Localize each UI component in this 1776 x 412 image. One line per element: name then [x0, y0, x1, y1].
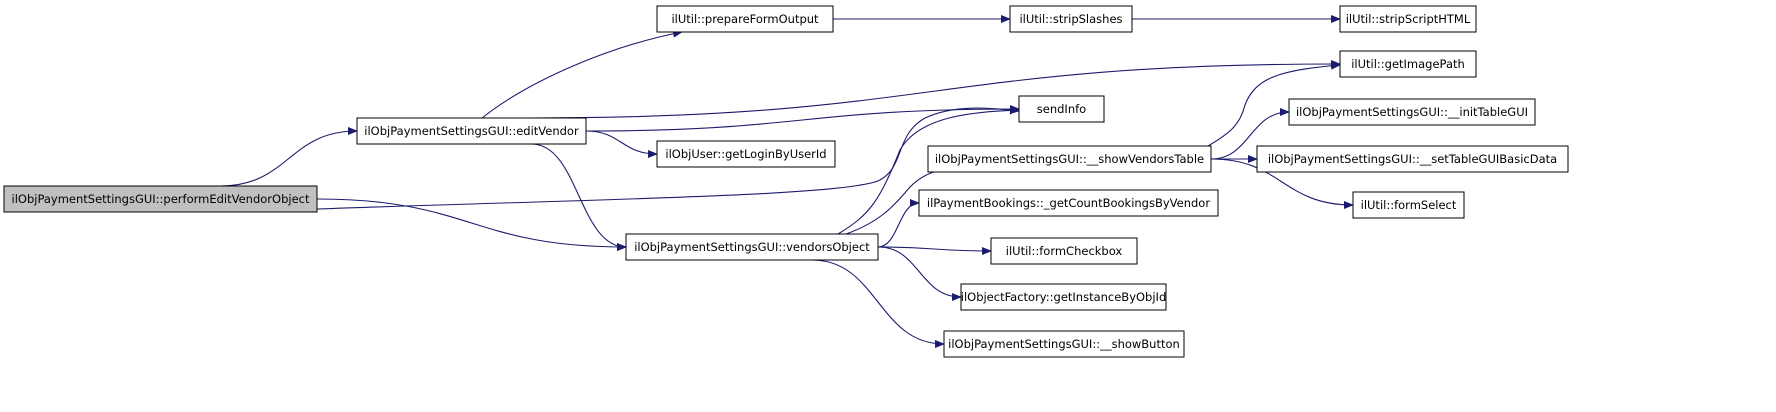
node-getInstanceByObjId[interactable]: ilObjectFactory::getInstanceByObjId	[960, 283, 1167, 311]
edge-editVendor-to-getImagePath	[531, 60, 1341, 119]
node-box[interactable]	[656, 140, 836, 168]
edge-showVendorsTable-to-formSelect	[1210, 158, 1354, 209]
node-label: ilUtil::getImagePath	[1351, 57, 1465, 71]
node-box[interactable]	[1009, 5, 1133, 33]
node-label: sendInfo	[1037, 102, 1086, 116]
node-box[interactable]	[1352, 191, 1465, 219]
node-box[interactable]	[990, 237, 1138, 265]
edge-vendorsObject-to-sendInfo	[837, 106, 1020, 235]
node-box[interactable]	[1018, 95, 1105, 123]
node-label: ilObjectFactory::getInstanceByObjId	[961, 290, 1167, 304]
edge-performEditVendorObject-to-editVendor	[220, 127, 358, 187]
node-box[interactable]	[625, 233, 879, 261]
node-box[interactable]	[927, 145, 1212, 173]
node-label: ilObjUser::getLoginByUserId	[665, 147, 826, 161]
node-stripSlashes[interactable]: ilUtil::stripSlashes	[1009, 5, 1133, 33]
node-label: ilObjPaymentSettingsGUI::__showVendorsTa…	[935, 152, 1204, 166]
node-label: ilUtil::prepareFormOutput	[671, 12, 819, 26]
edges-layer	[220, 15, 1354, 348]
node-label: ilPaymentBookings::_getCountBookingsByVe…	[927, 196, 1210, 210]
node-sendInfo[interactable]: sendInfo	[1018, 95, 1105, 123]
edge-editVendor-to-getLoginByUserId	[585, 130, 658, 158]
node-performEditVendorObject[interactable]: ilObjPaymentSettingsGUI::performEditVend…	[3, 185, 318, 213]
node-label: ilUtil::stripScriptHTML	[1346, 12, 1471, 26]
edge-performEditVendorObject-to-vendorsObject	[316, 198, 627, 251]
edge-vendorsObject-to-showButton	[811, 259, 945, 348]
node-formSelect[interactable]: ilUtil::formSelect	[1352, 191, 1465, 219]
edge-editVendor-to-sendInfo	[585, 105, 1020, 132]
node-label: ilUtil::formCheckbox	[1006, 244, 1123, 258]
node-box[interactable]	[356, 117, 587, 145]
node-getCountBookingsByVendor[interactable]: ilPaymentBookings::_getCountBookingsByVe…	[918, 189, 1219, 217]
node-initTableGUI[interactable]: ilObjPaymentSettingsGUI::__initTableGUI	[1288, 98, 1536, 126]
node-box[interactable]	[943, 330, 1185, 358]
node-box[interactable]	[1339, 5, 1477, 33]
node-showVendorsTable[interactable]: ilObjPaymentSettingsGUI::__showVendorsTa…	[927, 145, 1212, 173]
nodes-layer: ilObjPaymentSettingsGUI::performEditVend…	[3, 5, 1569, 358]
edge-editVendor-to-prepareFormOutput	[481, 29, 683, 119]
node-label: ilObjPaymentSettingsGUI::vendorsObject	[634, 240, 870, 254]
node-label: ilObjPaymentSettingsGUI::performEditVend…	[12, 192, 310, 206]
node-label: ilObjPaymentSettingsGUI::__showButton	[948, 337, 1180, 351]
node-editVendor[interactable]: ilObjPaymentSettingsGUI::editVendor	[356, 117, 587, 145]
node-label: ilUtil::stripSlashes	[1019, 12, 1122, 26]
node-box[interactable]	[1339, 50, 1477, 78]
node-formCheckbox[interactable]: ilUtil::formCheckbox	[990, 237, 1138, 265]
edge-editVendor-to-vendorsObject	[531, 143, 627, 251]
node-stripScriptHTML[interactable]: ilUtil::stripScriptHTML	[1339, 5, 1477, 33]
edge-vendorsObject-to-formCheckbox	[877, 246, 992, 255]
node-label: ilObjPaymentSettingsGUI::__initTableGUI	[1296, 105, 1528, 119]
node-getLoginByUserId[interactable]: ilObjUser::getLoginByUserId	[656, 140, 836, 168]
node-box[interactable]	[1256, 145, 1569, 173]
node-box[interactable]	[1288, 98, 1536, 126]
node-label: ilObjPaymentSettingsGUI::__setTableGUIBa…	[1268, 152, 1557, 166]
node-getImagePath[interactable]: ilUtil::getImagePath	[1339, 50, 1477, 78]
node-box[interactable]	[918, 189, 1219, 217]
edge-showVendorsTable-to-initTableGUI	[1210, 108, 1290, 160]
edge-vendorsObject-to-getCountBookingsByVendor	[877, 199, 920, 248]
node-box[interactable]	[960, 283, 1167, 311]
node-label: ilObjPaymentSettingsGUI::editVendor	[364, 124, 579, 138]
edge-vendorsObject-to-getInstanceByObjId	[877, 246, 962, 301]
node-vendorsObject[interactable]: ilObjPaymentSettingsGUI::vendorsObject	[625, 233, 879, 261]
edge-showVendorsTable-to-getImagePath	[1207, 61, 1341, 147]
node-showButton[interactable]: ilObjPaymentSettingsGUI::__showButton	[943, 330, 1185, 358]
node-label: ilUtil::formSelect	[1361, 198, 1457, 212]
node-box[interactable]	[656, 5, 834, 33]
node-prepareFormOutput[interactable]: ilUtil::prepareFormOutput	[656, 5, 834, 33]
node-setTableGUIBasicData[interactable]: ilObjPaymentSettingsGUI::__setTableGUIBa…	[1256, 145, 1569, 173]
node-box[interactable]	[3, 185, 318, 213]
